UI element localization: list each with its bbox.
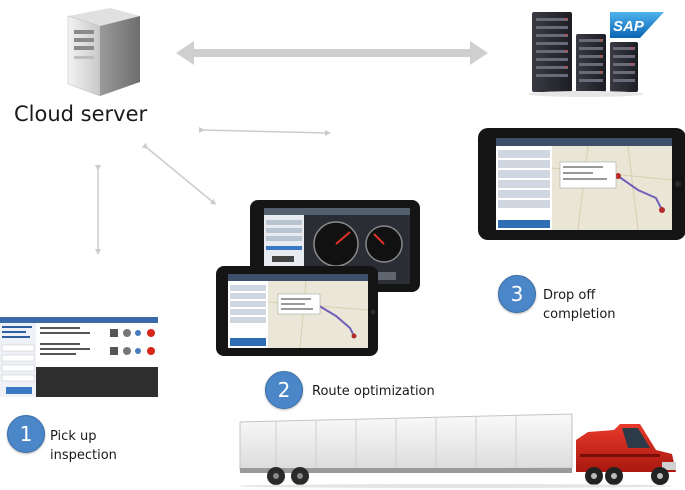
arrow-to-route [141, 142, 217, 205]
step-3-label: Drop off completion [543, 286, 616, 324]
step-2-badge: 2 [265, 371, 303, 409]
sap-logo-text: SAP [613, 18, 645, 35]
step-1-line2: inspection [50, 448, 117, 463]
server-sync-arrow [176, 41, 488, 65]
arrow-to-drop-off [198, 126, 331, 136]
server-rack-icon [528, 12, 644, 97]
inspection-action-icons [110, 329, 155, 355]
semi-truck-icon [238, 413, 676, 488]
step-3-line2: completion [543, 307, 616, 322]
step-1-label: Pick up inspection [50, 427, 117, 465]
step-3-badge: 3 [498, 275, 536, 313]
tachometer [365, 225, 403, 263]
step-2-label: Route optimization [312, 382, 435, 401]
step-1-line1: Pick up [50, 429, 97, 444]
server-tower-icon [67, 8, 140, 97]
sap-logo: SAP [610, 12, 664, 38]
cloud-server-label: Cloud server [14, 102, 148, 126]
inspection-screen [0, 317, 158, 397]
speedometer [313, 221, 359, 267]
step-1-badge: 1 [7, 415, 45, 453]
step-3-line1: Drop off [543, 288, 596, 303]
tablet-drop-off [478, 128, 685, 240]
step-2-line1: Route optimization [312, 384, 435, 399]
tablet-route-map [216, 266, 378, 356]
